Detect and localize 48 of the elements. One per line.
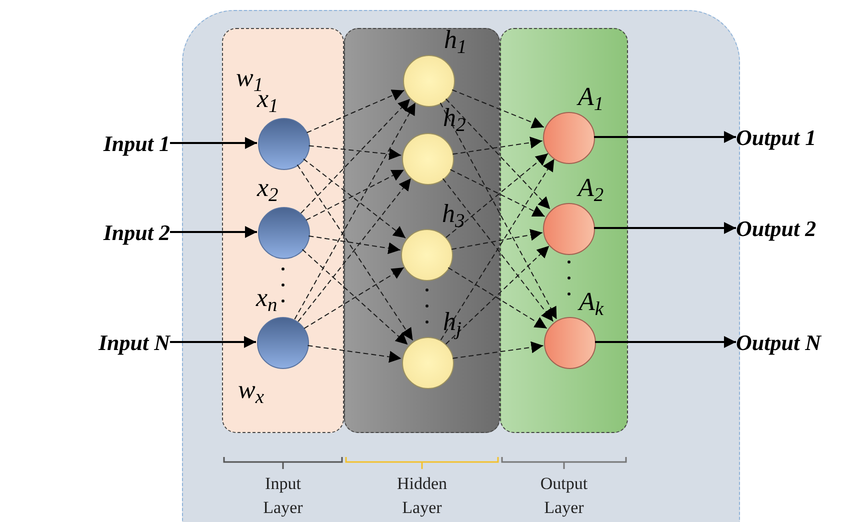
arrow	[594, 131, 736, 143]
weighted-connection	[300, 98, 411, 214]
neuron-label: A$_{k}$	[579, 288, 604, 316]
weighted-connection	[306, 169, 404, 221]
weighted-connection	[446, 153, 548, 238]
weighted-connection	[294, 102, 416, 320]
weighted-connection	[451, 228, 543, 250]
weighted-connection	[445, 245, 550, 345]
neuron-label: h$_{1}$	[444, 26, 467, 54]
input-label: Input 2	[10, 217, 170, 247]
weighted-connection	[306, 90, 405, 134]
input-label: Input 1	[10, 128, 170, 158]
output-label: Output 1	[736, 122, 854, 152]
weighted-connection	[440, 102, 558, 320]
weighted-connection	[296, 164, 414, 341]
weighted-connection	[307, 345, 402, 363]
weighted-connection	[452, 341, 544, 359]
weighted-connection	[304, 267, 404, 329]
weighted-connection	[302, 248, 408, 346]
weighted-connection	[303, 158, 406, 239]
weight-label: w$_{x}$	[238, 376, 264, 404]
weighted-connection	[452, 89, 544, 128]
neuron-label: x$_{2}$	[257, 174, 278, 202]
layer-label: Output Layer	[539, 473, 589, 519]
input-label: Input N	[10, 327, 170, 357]
weighted-connection	[445, 98, 551, 210]
weighted-connection	[298, 178, 412, 322]
neuron-label: A$_{2}$	[578, 174, 604, 202]
arrow	[170, 137, 257, 149]
neuron-label: x$_{n}$	[256, 284, 278, 312]
output-label: Output N	[736, 327, 854, 357]
neuron-label: h$_{2}$	[443, 104, 466, 132]
neuron-label: h$_{3}$	[442, 200, 465, 228]
arrow	[594, 222, 736, 234]
weighted-connection	[450, 169, 546, 217]
arrow	[170, 336, 256, 348]
weighted-connection	[308, 235, 401, 254]
layer-label: Input Layer	[262, 473, 304, 519]
weighted-connection	[440, 158, 555, 340]
weighted-connection	[442, 178, 554, 322]
arrow	[595, 336, 736, 348]
arrow	[170, 226, 257, 238]
output-label: Output 2	[736, 213, 854, 243]
weighted-connection	[452, 136, 543, 155]
layer-label: Hidden Layer	[396, 473, 448, 519]
neuron-label: A$_{1}$	[578, 83, 604, 111]
weighted-connection	[448, 267, 548, 329]
weighted-connection	[308, 145, 402, 160]
